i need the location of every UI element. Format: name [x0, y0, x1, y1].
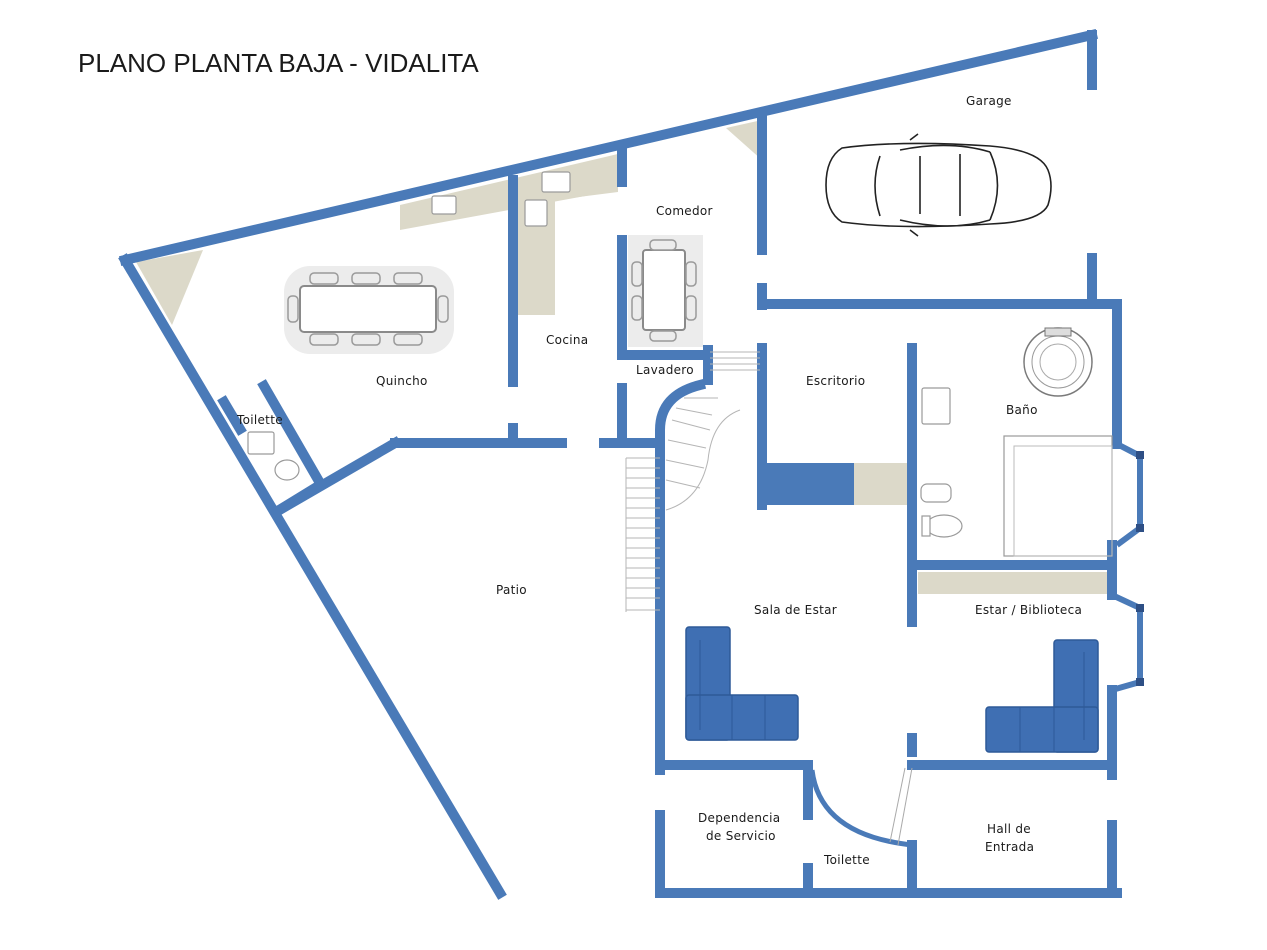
bidet-icon [920, 483, 952, 503]
doors [809, 767, 913, 848]
label-toilette-bottom: Toilette [823, 853, 870, 867]
label-dependencia-2: de Servicio [706, 829, 776, 843]
bay-windows [1110, 441, 1144, 693]
corner-shelf-left [136, 250, 203, 325]
label-toilette-left: Toilette [236, 413, 283, 427]
sofa-sala [685, 626, 799, 741]
escritorio-shelf [852, 463, 907, 505]
kitchen-counter [518, 154, 618, 315]
label-lavadero: Lavadero [636, 363, 694, 377]
corner-shelf-right [726, 120, 762, 160]
bathtub-icon [1003, 435, 1113, 557]
comedor-table [628, 235, 703, 347]
stairs [625, 351, 760, 612]
car-icon [825, 133, 1052, 237]
label-dependencia-1: Dependencia [698, 811, 780, 825]
quincho-sink-icon [431, 195, 457, 215]
plan-title: PLANO PLANTA BAJA - VIDALITA [78, 48, 479, 78]
label-escritorio: Escritorio [806, 374, 865, 388]
toilet-tank [921, 515, 931, 537]
sofa-biblioteca [985, 639, 1099, 753]
label-cocina: Cocina [546, 333, 588, 347]
biblioteca-shelf [918, 572, 1108, 594]
toilette-sink-icon [247, 431, 275, 455]
jacuzzi-icon [1023, 327, 1093, 397]
label-garage: Garage [966, 94, 1012, 108]
label-hall-2: Entrada [985, 840, 1034, 854]
toilet-icon [925, 514, 963, 538]
bano-sink-icon [921, 387, 951, 425]
label-patio: Patio [496, 583, 527, 597]
label-estar: Estar / Biblioteca [975, 603, 1082, 617]
quincho-table [284, 266, 454, 354]
label-hall-1: Hall de [987, 822, 1031, 836]
fixtures [247, 171, 1113, 557]
escritorio-block [762, 463, 854, 505]
label-comedor: Comedor [656, 204, 713, 218]
kitchen-sink-icon [541, 171, 571, 193]
label-quincho: Quincho [376, 374, 428, 388]
toilette-toilet-icon [274, 459, 300, 481]
label-sala: Sala de Estar [754, 603, 837, 617]
label-bano: Baño [1006, 403, 1038, 417]
walls [118, 28, 1122, 900]
kitchen-stove-icon [524, 199, 548, 227]
